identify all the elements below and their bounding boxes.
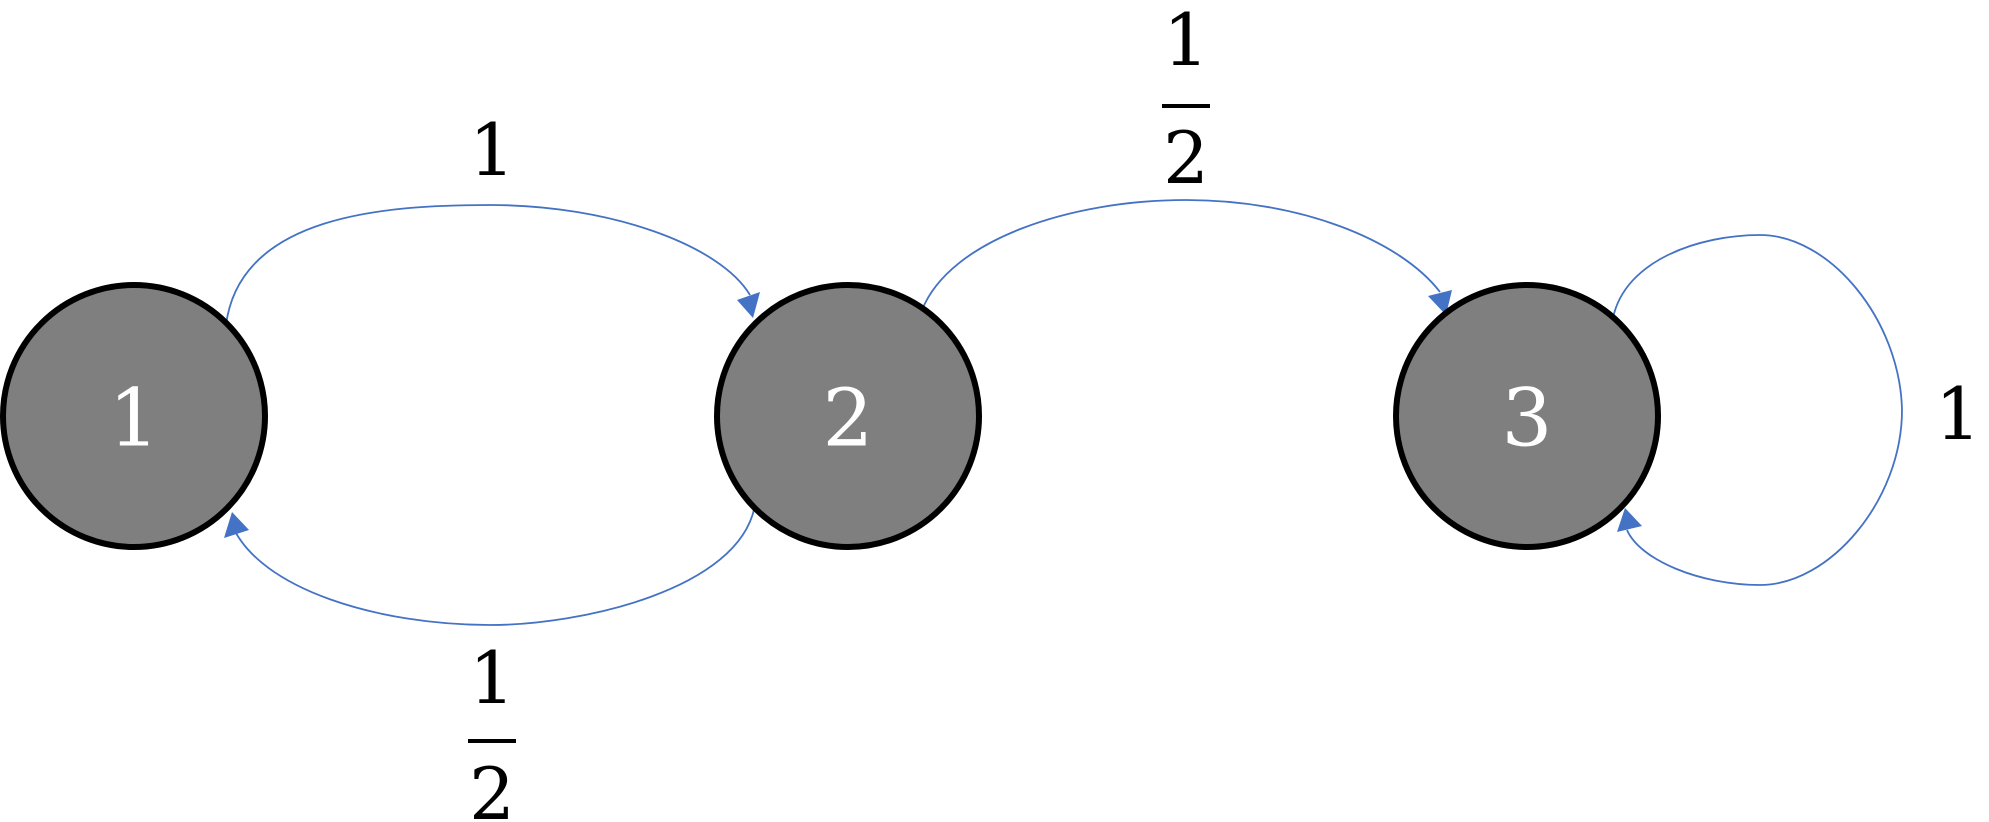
edge-1-to-2-arrowhead xyxy=(737,292,760,318)
edge-1-to-2-label-numerator: 1 xyxy=(469,108,515,192)
edge-3-to-3-label-numerator: 1 xyxy=(1935,372,1981,456)
node-3: 3 xyxy=(1393,282,1661,550)
node-1-circle xyxy=(0,282,268,550)
node-3-label: 3 xyxy=(1502,372,1553,465)
edge-2-to-1-arrowhead xyxy=(224,512,249,538)
edge-2-to-3: 1 2 xyxy=(921,0,1452,315)
edge-2-to-1: 1 2 xyxy=(224,504,756,822)
edge-2-to-3-line xyxy=(921,199,1441,311)
edge-2-to-1-label-numerator: 1 xyxy=(469,636,515,720)
edge-3-to-3-line xyxy=(1612,234,1903,586)
node-1-label: 1 xyxy=(109,372,160,465)
edge-3-to-3-arrowhead xyxy=(1617,508,1642,532)
node-2: 2 xyxy=(714,282,982,550)
edge-2-to-1-label-denominator: 2 xyxy=(469,752,515,822)
edge-3-to-3: 1 xyxy=(1612,234,1981,586)
edge-2-to-3-arrowhead xyxy=(1428,290,1452,315)
node-3-circle xyxy=(1393,282,1661,550)
edge-2-to-3-label-denominator: 2 xyxy=(1163,116,1209,200)
edge-2-to-3-label-numerator: 1 xyxy=(1163,0,1209,82)
node-1: 1 xyxy=(0,282,268,550)
edge-1-to-2: 1 xyxy=(225,108,760,326)
edge-1-to-2-line xyxy=(225,204,751,326)
node-2-label: 2 xyxy=(823,372,874,465)
edge-2-to-1-line xyxy=(231,504,756,626)
node-2-circle xyxy=(714,282,982,550)
